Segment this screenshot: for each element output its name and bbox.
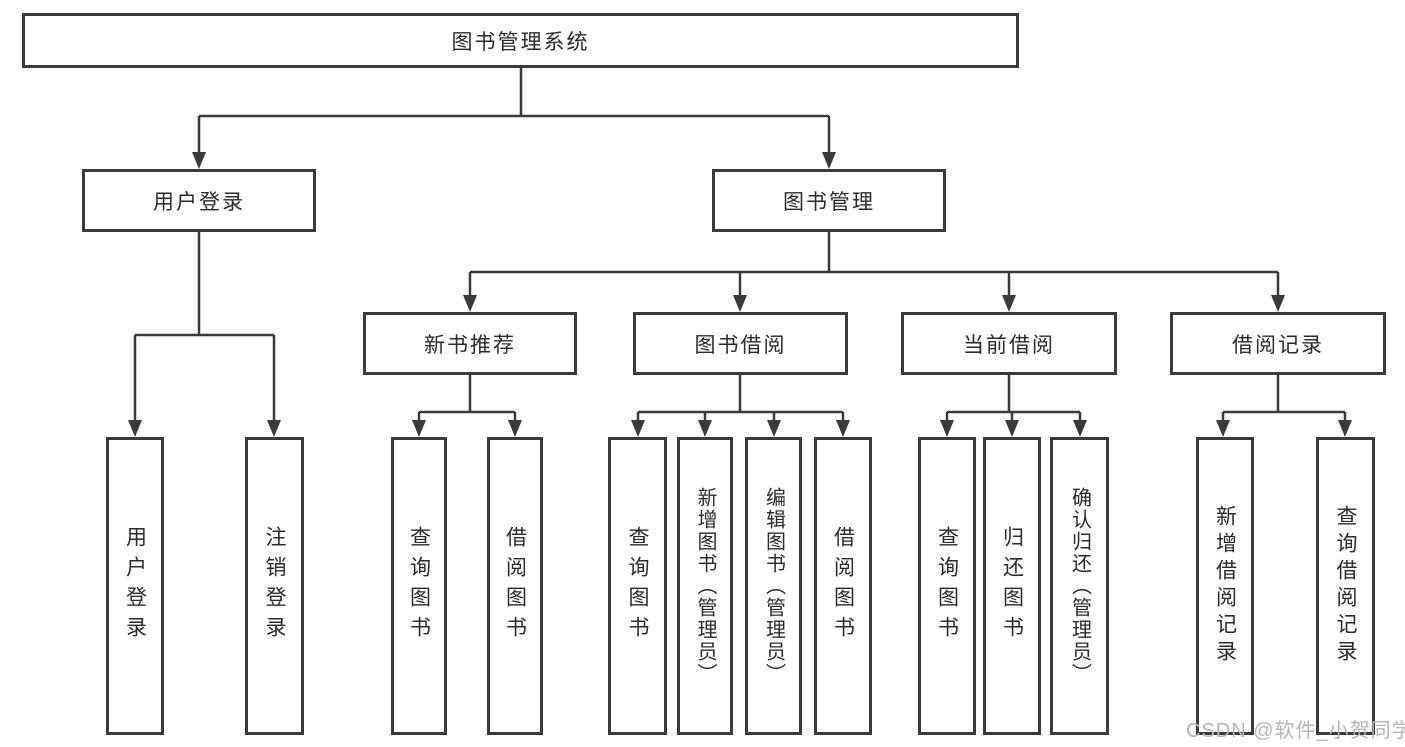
leaf-query-borrow-record: 查询借阅记录	[1316, 437, 1375, 735]
node-label: 归还图书	[1000, 526, 1024, 646]
leaf-borrow-books: 借阅图书	[814, 437, 872, 735]
node-book-management: 图书管理	[712, 169, 946, 232]
leaf-add-borrow-record: 新增借阅记录	[1196, 437, 1254, 735]
node-label: 图书管理	[783, 190, 875, 214]
leaf-return-books: 归还图书	[983, 437, 1041, 735]
node-label: 查询图书	[407, 526, 431, 646]
node-label: 新增图书（管理员）	[694, 487, 716, 685]
node-label: 新增借阅记录	[1213, 505, 1237, 667]
leaf-borrow-books-recommend: 借阅图书	[487, 437, 543, 735]
node-user-login: 用户登录	[82, 169, 316, 232]
node-label: 借阅图书	[831, 526, 855, 646]
leaf-add-books-admin: 新增图书（管理员）	[677, 437, 733, 735]
node-label: 图书管理系统	[451, 30, 590, 54]
node-new-book-recommend: 新书推荐	[363, 312, 577, 375]
node-label: 当前借阅	[963, 333, 1055, 357]
node-label: 借阅记录	[1232, 333, 1324, 357]
node-label: 确认归还（管理员）	[1068, 487, 1091, 685]
watermark: CSDN @软件_小贺同学	[1186, 720, 1405, 742]
leaf-logout-login: 注销登录	[245, 437, 304, 735]
node-label: 查询图书	[626, 526, 649, 646]
node-label: 编辑图书（管理员）	[762, 487, 785, 685]
node-label: 查询借阅记录	[1334, 505, 1357, 667]
leaf-user-login: 用户登录	[106, 437, 164, 735]
node-label: 图书借阅	[694, 333, 787, 357]
node-label: 用户登录	[123, 526, 147, 646]
node-current-borrowing: 当前借阅	[901, 312, 1117, 375]
node-label: 用户登录	[153, 190, 245, 214]
leaf-edit-books-admin: 编辑图书（管理员）	[745, 437, 802, 735]
leaf-confirm-return-admin: 确认归还（管理员）	[1050, 437, 1109, 735]
node-label: 注销登录	[263, 526, 286, 646]
node-library-management-system: 图书管理系统	[22, 13, 1019, 68]
node-book-borrowing: 图书借阅	[633, 312, 848, 375]
leaf-query-books-recommend: 查询图书	[391, 437, 447, 735]
node-borrowing-records: 借阅记录	[1170, 312, 1386, 375]
leaf-query-books-current: 查询图书	[918, 437, 976, 735]
leaf-query-books-borrowing: 查询图书	[608, 437, 667, 735]
node-label: 借阅图书	[503, 526, 527, 646]
node-label: 查询图书	[935, 526, 959, 646]
node-label: 新书推荐	[424, 333, 516, 357]
